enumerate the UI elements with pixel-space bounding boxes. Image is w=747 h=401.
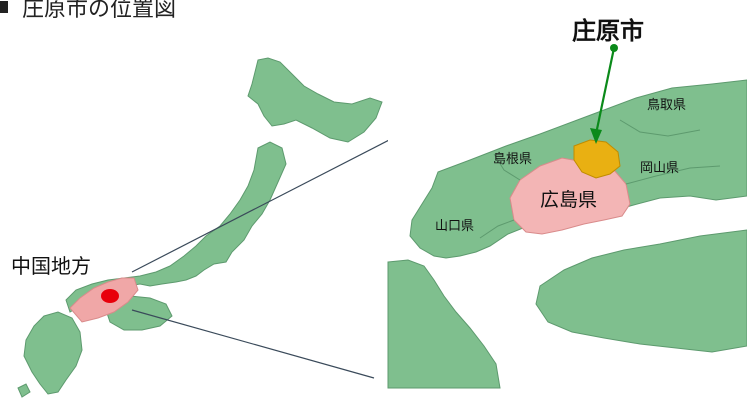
shobara-city-shape [573,139,621,179]
connector-line-bottom [131,309,375,379]
prefecture-boundaries [479,119,721,239]
green-arrow-icon [610,44,618,52]
tottori-label: 鳥取県 [647,98,687,113]
callout-arrowhead [590,128,602,144]
japan-map [17,57,383,398]
zoom-shikoku [535,229,747,353]
kyushu-shape [23,311,83,395]
page-title: 庄原市の位置図 [0,0,176,23]
region-label: 中国地方 [11,254,91,278]
title-bullet-icon [0,1,8,13]
hokkaido-shape [247,57,383,143]
shimane-label: 島根県 [493,152,533,167]
shobara-callout-label: 庄原市 [572,17,644,45]
hiroshima-label: 広島県 [540,189,598,211]
chugoku-zoom-map [387,44,747,389]
zoom-kyushu [387,259,501,389]
okayama-label: 岡山県 [640,161,680,176]
page-title-text: 庄原市の位置図 [22,0,177,22]
connector-line-top [131,117,433,273]
okinawa-shape [17,383,31,398]
yamaguchi-label: 山口県 [435,219,475,234]
callout-arrow-line [594,47,616,135]
red-dot-icon [101,289,119,303]
